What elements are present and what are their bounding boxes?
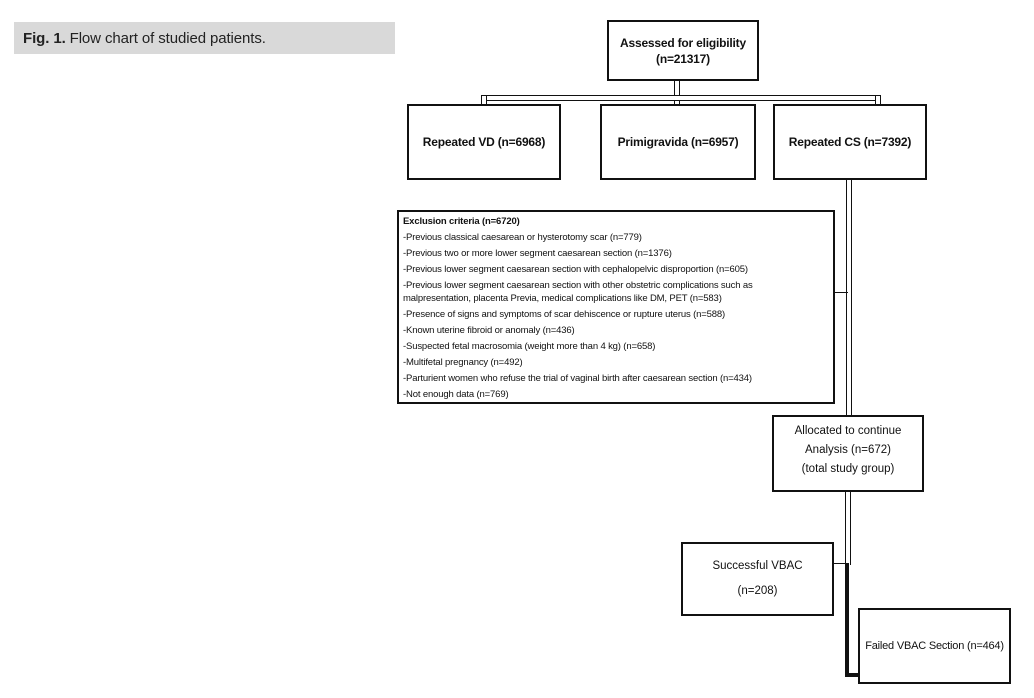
- box-primigravida: Primigravida (n=6957): [600, 104, 756, 180]
- box-exclusion-criteria: Exclusion criteria (n=6720) -Previous cl…: [397, 210, 835, 404]
- figure-caption: Fig. 1. Flow chart of studied patients.: [14, 22, 395, 54]
- box-successful-vbac: Successful VBAC (n=208): [681, 542, 834, 616]
- exclusion-item: -Suspected fetal macrosomia (weight more…: [403, 341, 656, 352]
- box-repeated-cs: Repeated CS (n=7392): [773, 104, 927, 180]
- exclusion-item: -Not enough data (n=769): [403, 389, 509, 400]
- exclusion-item: -Known uterine fibroid or anomaly (n=436…: [403, 325, 575, 336]
- connector-allocated-down: [845, 491, 851, 565]
- connector-assessed-to-row: [674, 80, 680, 106]
- exclusion-title: Exclusion criteria (n=6720): [403, 216, 520, 227]
- connector-exclusion-branch: [835, 292, 848, 293]
- box-allocated-analysis: Allocated to continue Analysis (n=672) (…: [772, 415, 924, 492]
- connector-row-horizontal: [481, 95, 881, 101]
- box-allocated-label: Allocated to continue Analysis (n=672) (…: [794, 425, 902, 475]
- connector-failed-elbow: [845, 563, 858, 677]
- connector-drop-repeated-cs: [875, 96, 881, 106]
- connector-drop-repeated-vd: [481, 96, 487, 106]
- exclusion-item: -Previous two or more lower segment caes…: [403, 248, 672, 259]
- box-failed-vbac-label: Failed VBAC Section (n=464): [865, 640, 1004, 652]
- exclusion-item: -Parturient women who refuse the trial o…: [403, 373, 752, 384]
- box-assessed-eligibility: Assessed for eligibility (n=21317): [607, 20, 759, 81]
- box-failed-vbac: Failed VBAC Section (n=464): [858, 608, 1011, 684]
- box-repeated-cs-label: Repeated CS (n=7392): [788, 135, 912, 149]
- connector-cs-to-allocated: [846, 179, 852, 416]
- box-repeated-vd: Repeated VD (n=6968): [407, 104, 561, 180]
- box-successful-vbac-label: Successful VBAC (n=208): [712, 560, 803, 597]
- exclusion-item: -Previous lower segment caesarean sectio…: [403, 280, 753, 304]
- box-repeated-vd-label: Repeated VD (n=6968): [422, 135, 546, 149]
- box-primigravida-label: Primigravida (n=6957): [617, 135, 739, 149]
- figure-caption-text: Flow chart of studied patients.: [69, 29, 266, 47]
- exclusion-item: -Presence of signs and symptoms of scar …: [403, 309, 726, 320]
- exclusion-item: -Previous classical caesarean or hystero…: [403, 232, 642, 243]
- figure-caption-label: Fig. 1.: [23, 29, 66, 47]
- connector-successful-branch: [834, 563, 847, 564]
- exclusion-item: -Previous lower segment caesarean sectio…: [403, 264, 748, 275]
- box-assessed-label: Assessed for eligibility (n=21317): [620, 35, 746, 66]
- exclusion-item: -Multifetal pregnancy (n=492): [403, 357, 523, 368]
